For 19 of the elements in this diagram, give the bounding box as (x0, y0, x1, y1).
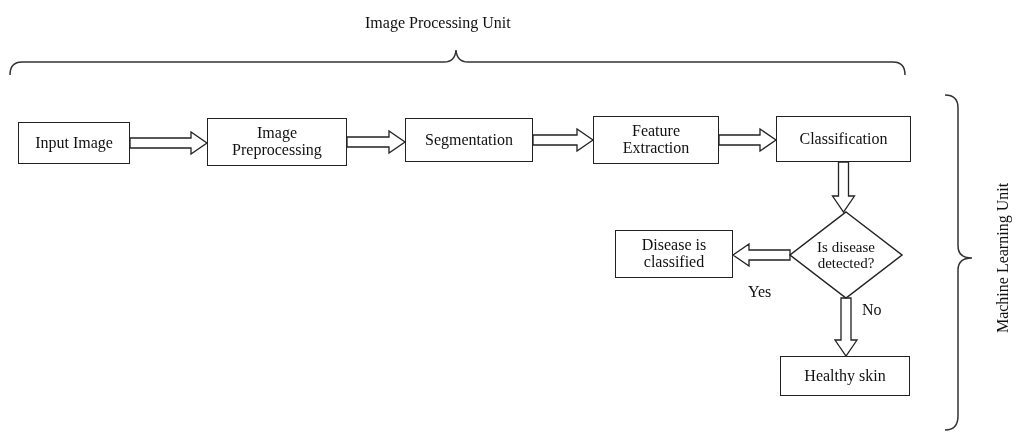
block-arrow (833, 297, 859, 358)
process-box: Healthy skin (780, 356, 910, 396)
bracket-label: Machine Learning Unit (994, 182, 1012, 334)
block-arrow (831, 161, 856, 214)
bracket-label: Image Processing Unit (365, 14, 511, 32)
process-box: Feature Extraction (593, 116, 719, 164)
process-box: Input Image (18, 122, 130, 164)
process-box: Disease is classified (615, 230, 733, 278)
process-box: Image Preprocessing (207, 118, 347, 166)
process-box: Segmentation (405, 118, 533, 162)
decision-text: Is disease detected? (816, 238, 876, 272)
block-arrow (532, 127, 595, 153)
edge-label: No (862, 302, 882, 318)
edge-label: Yes (748, 284, 772, 300)
block-arrow (731, 242, 791, 268)
process-box: Classification (776, 116, 911, 162)
block-arrow (346, 129, 407, 155)
block-arrow (718, 127, 778, 153)
block-arrow (129, 130, 209, 156)
